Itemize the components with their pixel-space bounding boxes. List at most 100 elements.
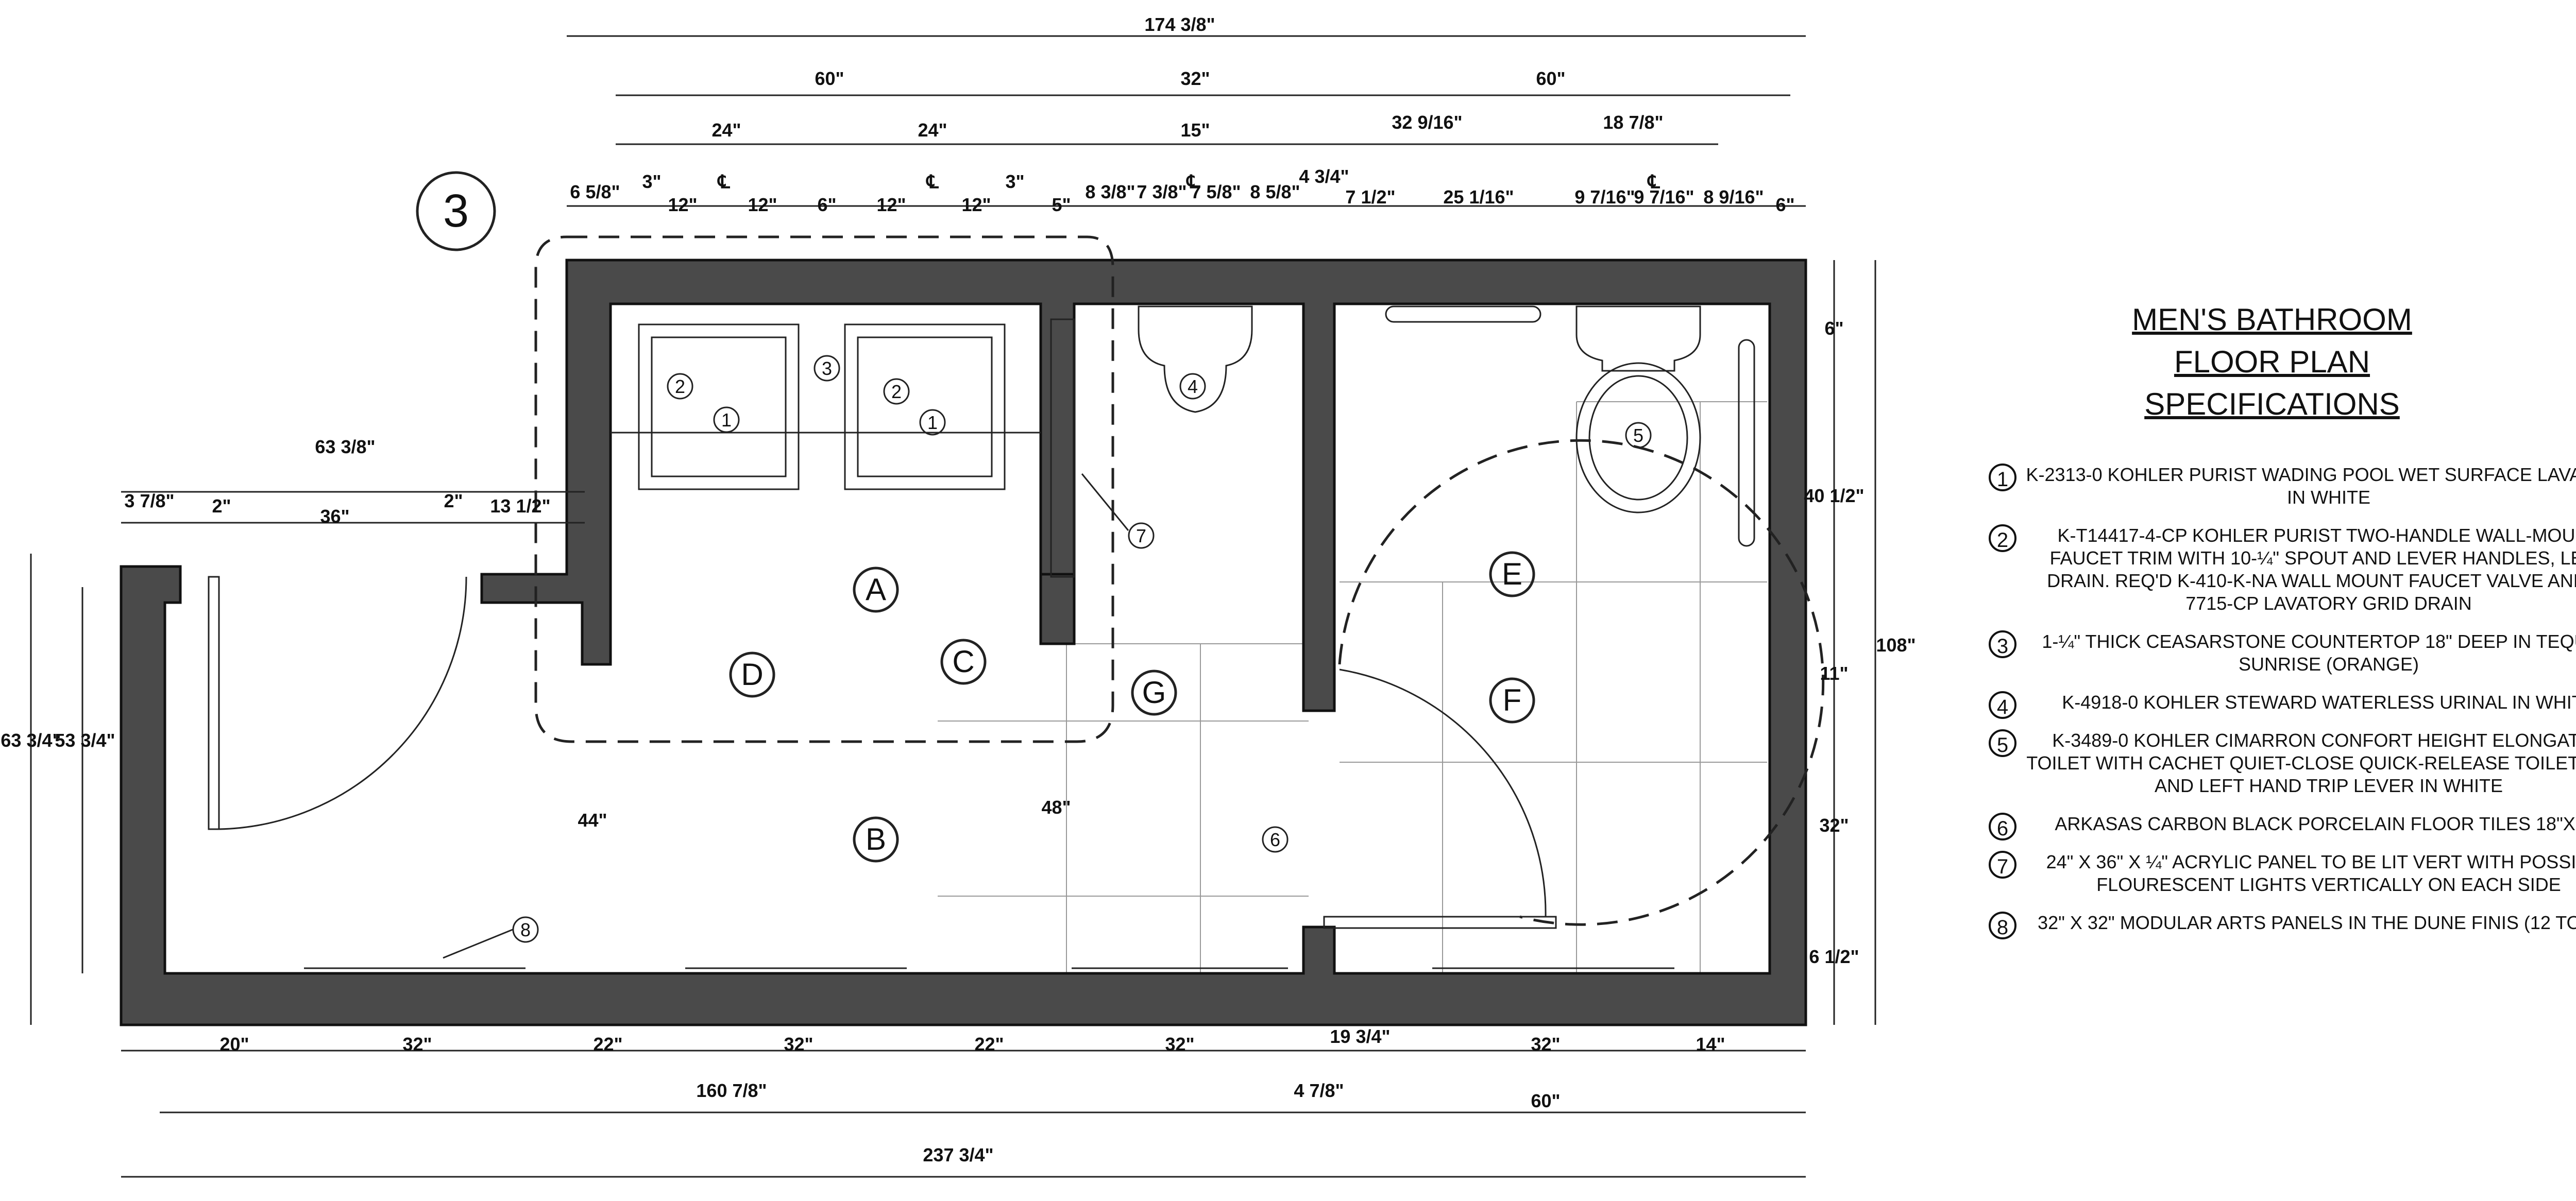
- svg-text:4: 4: [1188, 376, 1198, 397]
- key-1a: 1: [713, 406, 740, 433]
- dim-5: 5": [1052, 194, 1071, 215]
- lavatories: [611, 318, 1075, 578]
- dim-b14: 14": [1696, 1034, 1725, 1055]
- svg-text:2: 2: [675, 376, 685, 397]
- dim-7-3-8a: 7 3/8": [1137, 181, 1187, 202]
- dim-12c: 12": [876, 194, 906, 215]
- svg-text:A: A: [866, 572, 886, 607]
- key-7: 7: [1128, 522, 1155, 549]
- dim-2a: 2": [212, 495, 231, 517]
- title-line-2: FLOOR PLAN: [2174, 345, 2370, 379]
- dim-32-9-16: 32 9/16": [1392, 112, 1462, 133]
- svg-text:7: 7: [1136, 525, 1146, 546]
- spec-number: 3: [1989, 630, 2016, 658]
- dim-32a: 32": [1180, 68, 1210, 89]
- key-4: 4: [1179, 373, 1206, 400]
- dim-b20: 20": [219, 1034, 249, 1055]
- dim-3b: 3": [1005, 171, 1024, 192]
- dim-18-7-8: 18 7/8": [1603, 112, 1663, 133]
- dim-2b: 2": [444, 490, 463, 511]
- dim-b32b: 32": [784, 1034, 813, 1055]
- svg-text:C: C: [952, 644, 974, 679]
- dim-b60: 60": [1531, 1090, 1560, 1111]
- spec-text: ARKASAS CARBON BLACK PORCELAIN FLOOR TIL…: [2055, 813, 2576, 834]
- dim-13-1-2: 13 1/2": [490, 495, 550, 517]
- dim-36: 36": [320, 506, 349, 527]
- dim-6-5-8: 6 5/8": [570, 181, 620, 202]
- spec-text: 32" X 32" MODULAR ARTS PANELS IN THE DUN…: [2038, 912, 2576, 933]
- dim-b32d: 32": [1531, 1034, 1560, 1055]
- dim-right-6: 6": [1824, 318, 1843, 339]
- dim-4-3-4: 4 3/4": [1299, 166, 1349, 187]
- dim-48: 48": [1041, 797, 1071, 818]
- key-2b: 2: [883, 378, 910, 405]
- title-line-1: MEN'S BATHROOM: [2132, 302, 2412, 337]
- svg-text:D: D: [741, 657, 763, 692]
- key-6: 6: [1262, 826, 1289, 853]
- key-5: 5: [1625, 422, 1652, 449]
- dim-60a: 60": [815, 68, 844, 89]
- spec-text: K-3489-0 KOHLER CIMARRON CONFORT HEIGHT …: [2026, 730, 2576, 796]
- dim-b22a: 22": [593, 1034, 622, 1055]
- dim-3-7-8: 3 7/8": [124, 490, 174, 511]
- zone-b: B: [853, 816, 899, 863]
- dim-right-32: 32": [1819, 815, 1849, 836]
- spec-text: 1-¼" THICK CEASARSTONE COUNTERTOP 18" DE…: [2042, 631, 2576, 675]
- walls: [120, 259, 1807, 1026]
- spec-item: 1 K-2313-0 KOHLER PURIST WADING POOL WET …: [1989, 464, 2576, 509]
- zone-d: D: [729, 651, 775, 698]
- dim-right-40-1-2: 40 1/2": [1804, 485, 1864, 506]
- dim-8-5-8: 8 5/8": [1250, 181, 1300, 202]
- dim-overall-top: 174 3/8": [1144, 14, 1215, 35]
- dim-b4-7-8: 4 7/8": [1294, 1080, 1344, 1101]
- spec-number: 1: [1989, 464, 2016, 491]
- spec-number: 8: [1989, 912, 2016, 939]
- dim-8-3-8a: 8 3/8": [1085, 181, 1135, 202]
- spec-number: 7: [1989, 851, 2016, 879]
- detail-callout-3: 3: [416, 171, 496, 251]
- dim-63-3-8: 63 3/8": [315, 436, 375, 457]
- spec-number: 5: [1989, 729, 2016, 757]
- dim-b19-3-4: 19 3/4": [1330, 1026, 1390, 1047]
- dim-24b: 24": [918, 119, 947, 141]
- turning-circle: [1338, 439, 1825, 926]
- dim-left-63-3-4: 63 3/4": [1, 730, 61, 751]
- key-2a: 2: [667, 373, 693, 400]
- dim-6a: 6": [817, 194, 836, 215]
- plan-title: MEN'S BATHROOM FLOOR PLAN SPECIFICATIONS: [2092, 299, 2452, 425]
- zone-a: A: [853, 567, 899, 613]
- svg-text:F: F: [1503, 683, 1522, 717]
- svg-text:1: 1: [721, 409, 732, 431]
- spec-text: 24" X 36" X ¼" ACRYLIC PANEL TO BE LIT V…: [2046, 851, 2576, 895]
- spec-text: K-2313-0 KOHLER PURIST WADING POOL WET S…: [2026, 464, 2576, 508]
- dim-b160-7-8: 160 7/8": [696, 1080, 767, 1101]
- spec-text: K-T14417-4-CP KOHLER PURIST TWO-HANDLE W…: [2047, 525, 2576, 614]
- zone-markers: A B C D E F G: [729, 551, 1535, 863]
- toilet-drawing: [1385, 305, 1755, 547]
- dim-b237-3-4: 237 3/4": [923, 1144, 993, 1165]
- dim-60b: 60": [1536, 68, 1565, 89]
- dim-24a: 24": [711, 119, 741, 141]
- svg-text:1: 1: [927, 412, 938, 433]
- centerline-4: ℄: [1647, 171, 1660, 192]
- spec-number: 2: [1989, 524, 2016, 552]
- key-numbers: 1 1 2 2 3 4 5 6 7 8: [443, 355, 1652, 959]
- dim-3a: 3": [642, 171, 661, 192]
- svg-text:3: 3: [822, 358, 832, 379]
- svg-text:G: G: [1142, 675, 1166, 710]
- dim-7-1-2: 7 1/2": [1345, 186, 1395, 208]
- detail-3-label: 3: [443, 185, 469, 237]
- dimension-lines: [30, 35, 1876, 1178]
- spec-item: 7 24" X 36" X ¼" ACRYLIC PANEL TO BE LIT …: [1989, 851, 2576, 896]
- dim-9-7-16b: 9 7/16": [1634, 186, 1694, 208]
- spec-item: 3 1-¼" THICK CEASARSTONE COUNTERTOP 18" D…: [1989, 630, 2576, 676]
- key-1b: 1: [919, 409, 946, 436]
- dimension-labels: 174 3/8" 60" 32" 60" 24" 24" 15" 32 9/16…: [1, 14, 1916, 1165]
- zone-g: G: [1131, 670, 1177, 716]
- spec-item: 6 ARKASAS CARBON BLACK PORCELAIN FLOOR TI…: [1989, 813, 2576, 840]
- key-3: 3: [814, 355, 840, 382]
- spec-number: 6: [1989, 813, 2016, 840]
- svg-text:6: 6: [1270, 829, 1280, 850]
- door-swings: [208, 576, 1557, 929]
- spec-text: K-4918-0 KOHLER STEWARD WATERLESS URINAL…: [2062, 692, 2576, 713]
